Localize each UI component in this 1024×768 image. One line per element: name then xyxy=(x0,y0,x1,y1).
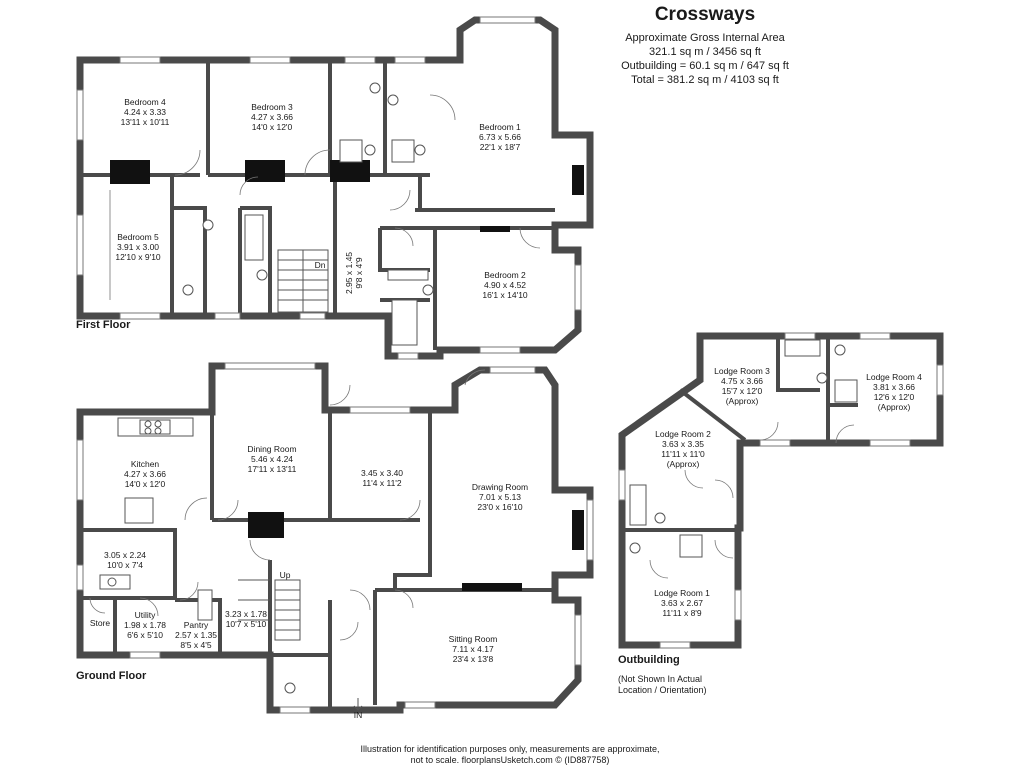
ground-floor-windows xyxy=(76,362,594,714)
chimney-stack xyxy=(572,510,584,550)
first-floor-windows xyxy=(76,16,582,360)
stairs-up-label: Up xyxy=(280,570,291,580)
area-heading: Approximate Gross Internal Area xyxy=(625,32,785,44)
first-floor-doors xyxy=(109,94,541,300)
outbuilding-label: Outbuilding xyxy=(618,654,680,666)
room-label-landing: 2.95 x 1.459'8 x 4'9 xyxy=(344,252,364,294)
first-floor-label: First Floor xyxy=(76,319,131,331)
first-floor-stairs xyxy=(277,249,329,313)
chimney-stack xyxy=(462,583,522,591)
chimney-stack xyxy=(248,512,284,538)
chimney-stack xyxy=(245,160,285,182)
outbuilding-note-line2: Location / Orientation) xyxy=(618,685,707,695)
ground-floor-stairs xyxy=(238,579,301,641)
chimney-stack xyxy=(330,160,370,182)
room-label-store: Store xyxy=(90,618,111,628)
outbuilding-note-line1: (Not Shown In Actual xyxy=(618,674,703,684)
chimney-stack xyxy=(480,226,510,232)
entrance-label: IN xyxy=(354,710,363,720)
chimney-stack xyxy=(572,165,584,195)
disclaimer-line2: not to scale. floorplansUsketch.com © (I… xyxy=(410,755,610,765)
entrance-marker: IN xyxy=(353,698,363,720)
chimney-stack xyxy=(110,160,150,184)
disclaimer: Illustration for identification purposes… xyxy=(300,744,720,766)
outbuilding-fixtures xyxy=(629,339,858,558)
disclaimer-line1: Illustration for identification purposes… xyxy=(360,744,660,754)
area-outbuilding: Outbuilding = 60.1 sq m / 647 sq ft xyxy=(621,60,789,72)
area-total: Total = 381.2 sq m / 4103 sq ft xyxy=(631,74,779,86)
outbuilding-windows xyxy=(618,332,944,649)
ground-floor-doors xyxy=(89,369,486,641)
ground-floor-label: Ground Floor xyxy=(76,670,147,682)
first-floor-fixtures xyxy=(182,82,434,346)
area-summary: Approximate Gross Internal Area 321.1 sq… xyxy=(600,31,810,87)
outbuilding-doors xyxy=(649,421,855,579)
outbuilding-inner-walls xyxy=(622,336,858,532)
stairs-down-label: Dn xyxy=(315,260,326,270)
area-main: 321.1 sq m / 3456 sq ft xyxy=(649,46,761,58)
ground-floor-inner-walls xyxy=(80,410,555,710)
outbuilding-note: (Not Shown In Actual Location / Orientat… xyxy=(618,674,707,696)
kitchen-fixtures xyxy=(99,417,296,694)
property-title: Crossways xyxy=(654,4,756,25)
